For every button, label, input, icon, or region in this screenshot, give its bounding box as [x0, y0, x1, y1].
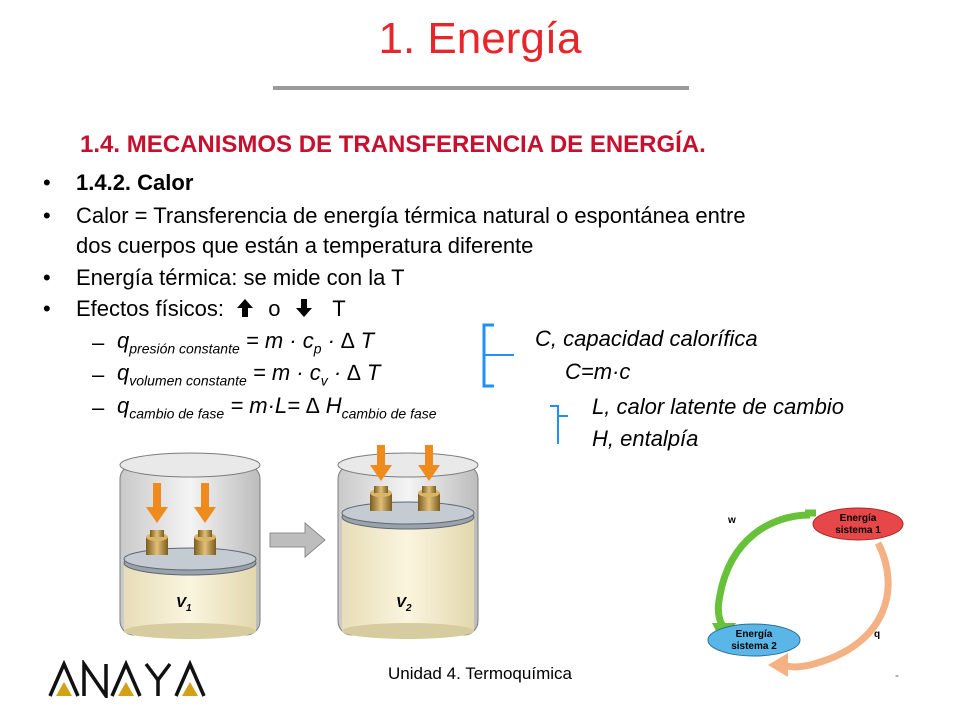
sys1-label-1: Energía [840, 513, 877, 524]
bullet-calor: 1.4.2. Calor [76, 170, 194, 195]
bullet-definition-line2: dos cuerpos que están a temperatura dife… [76, 233, 534, 258]
process-arrow [269, 521, 326, 559]
bullet-marker: • [43, 296, 51, 321]
section-heading: 1.4. MECANISMOS DE TRANSFERENCIA DE ENER… [80, 131, 706, 158]
bullet-marker: • [43, 170, 51, 195]
arrow-down-icon [295, 299, 312, 317]
note-latent-heat: L, calor latente de cambio [592, 394, 844, 419]
equation-volume: qvolumen constante = m · cv · ∆ T [117, 360, 381, 389]
cylinder-2 [337, 445, 479, 639]
bullet-physical-effects: Efectos físicos: o T [76, 296, 346, 322]
arrow-up-icon [237, 299, 254, 317]
bullet-thermal-energy: Energía térmica: se mide con la T [76, 265, 405, 290]
label-q: q [874, 629, 880, 640]
piston-figure: V1 V2 [119, 445, 479, 639]
bullet-marker: • [43, 265, 51, 290]
dash-marker: – [92, 362, 105, 387]
effects-t: T [332, 296, 346, 321]
page-number: - [895, 668, 899, 682]
note-heat-capacity: C, capacidad calorífica [535, 326, 758, 351]
dash-marker: – [92, 395, 105, 420]
equation-brackets [482, 323, 568, 444]
cylinder-1 [119, 452, 261, 639]
title-divider [273, 86, 689, 90]
equation-pressure: qpresión constante = m · cp · ∆ T [117, 328, 375, 357]
label-w: w [727, 515, 736, 526]
effects-or: o [268, 296, 281, 321]
energy-cycle-diagram: Energía sistema 1 Energía sistema 2 w q [707, 507, 904, 677]
bullet-definition-line1: Calor = Transferencia de energía térmica… [76, 203, 746, 228]
sys2-label-1: Energía [736, 629, 773, 640]
anaya-logo [48, 660, 206, 698]
slide-title: 1. Energía [378, 14, 582, 63]
effects-label: Efectos físicos: [76, 296, 224, 321]
label-v2: V2 [396, 594, 412, 614]
note-enthalpy: H, entalpía [592, 426, 699, 451]
footer-unit: Unidad 4. Termoquímica [388, 664, 572, 683]
bullet-marker: • [43, 203, 51, 228]
dash-marker: – [92, 330, 105, 355]
note-c-formula: C=m·c [565, 359, 631, 384]
equation-phase-change: qcambio de fase = m·L= ∆ Hcambio de fase [117, 393, 437, 422]
sys2-label-2: sistema 2 [731, 641, 777, 652]
label-v1: V1 [176, 594, 192, 614]
sys1-label-2: sistema 1 [835, 525, 881, 536]
